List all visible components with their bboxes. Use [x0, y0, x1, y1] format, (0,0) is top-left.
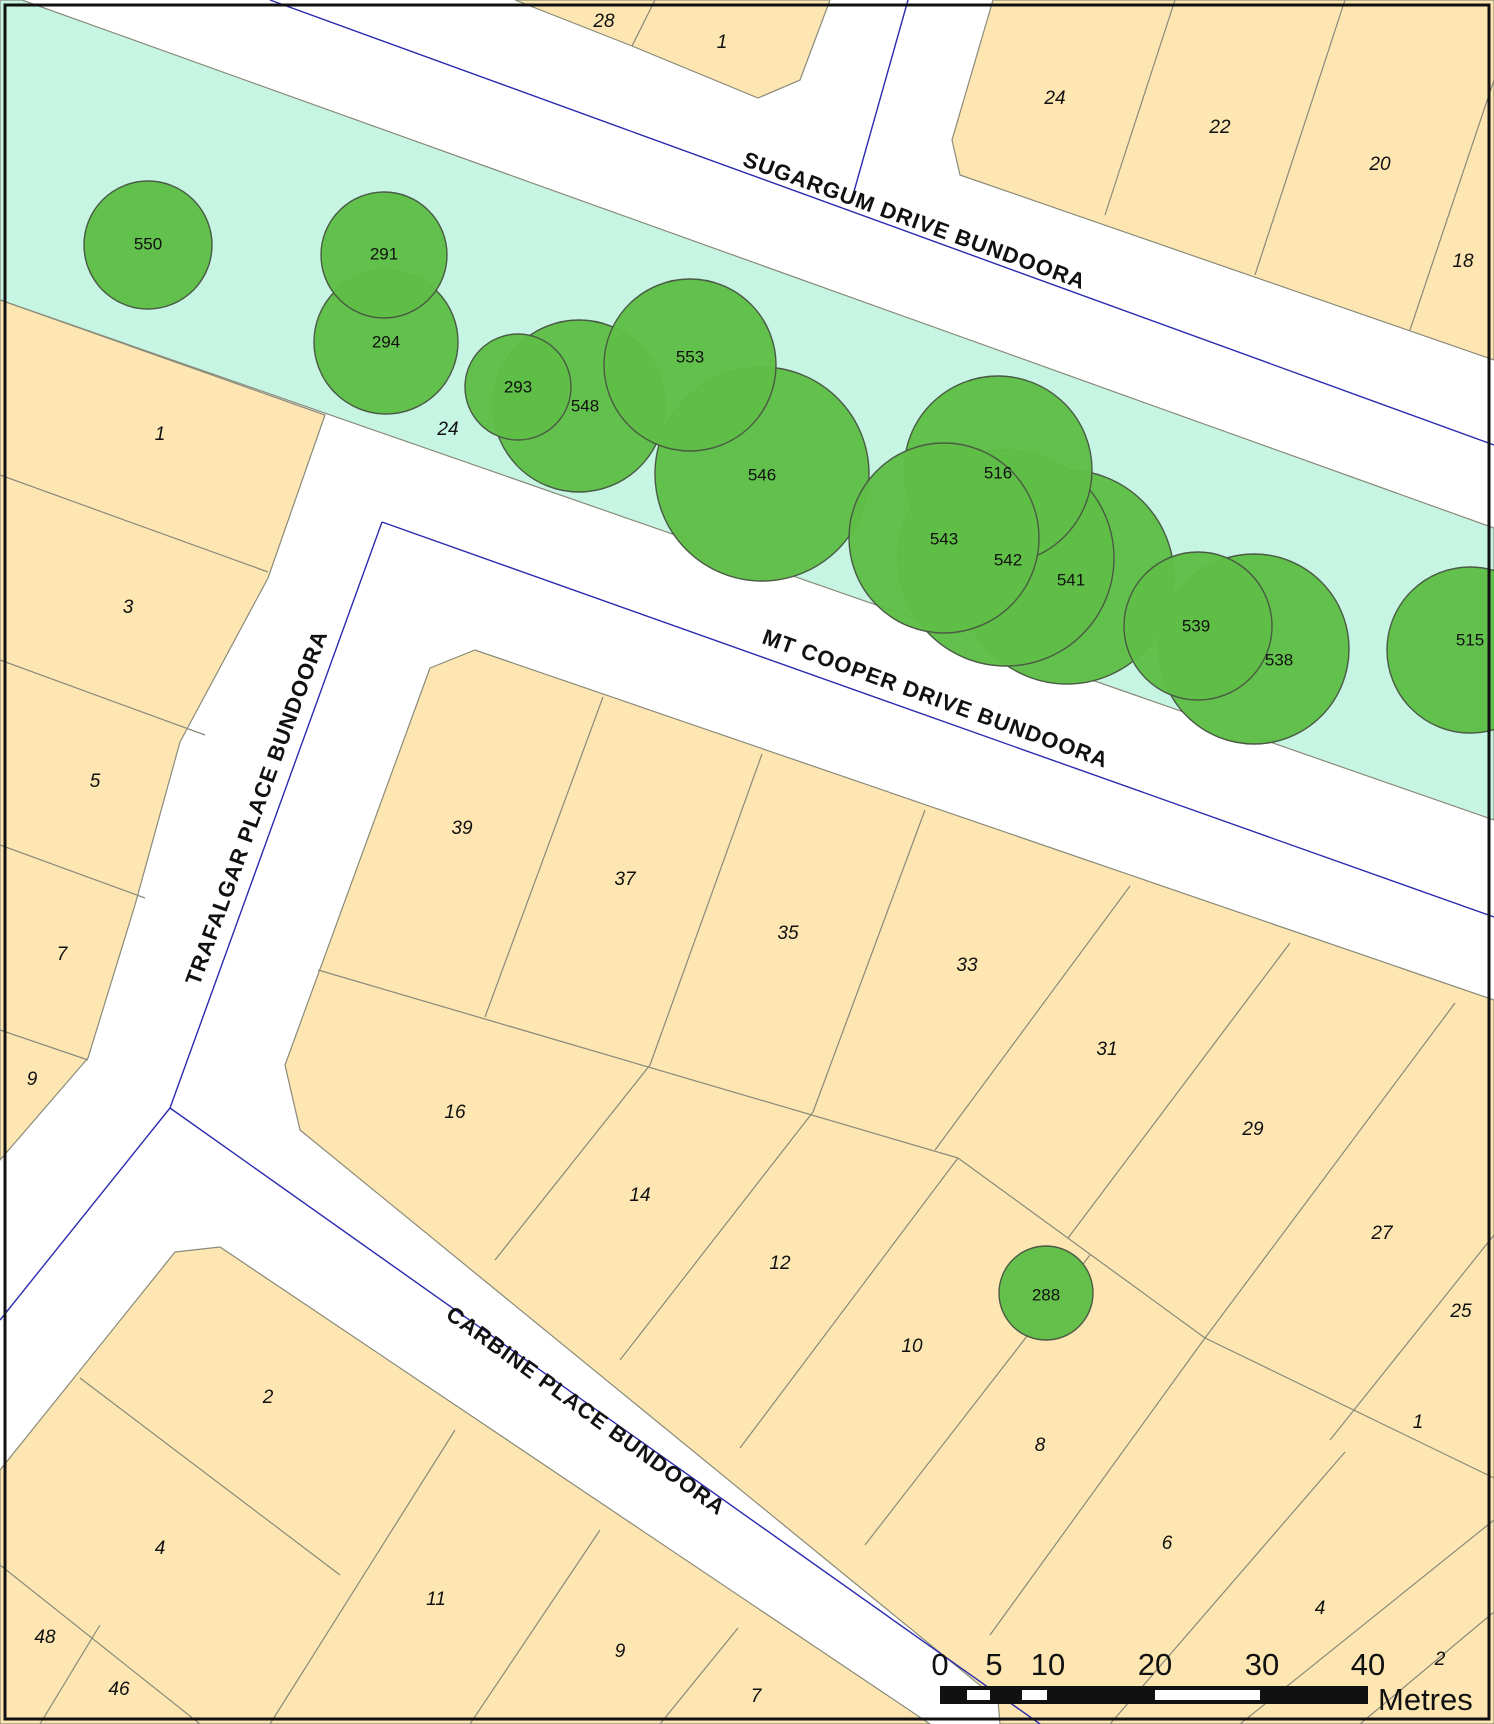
scale-unit-label: Metres [1378, 1682, 1473, 1717]
parcels-bottom-left [0, 1246, 932, 1724]
tree-label: 293 [504, 377, 532, 396]
lot-label: 1 [717, 32, 728, 53]
lot-label: 6 [1162, 1533, 1173, 1554]
lot-label: 20 [1368, 154, 1391, 175]
parcels-left [0, 299, 326, 1161]
lot-label: 37 [614, 869, 637, 890]
lot-label: 9 [27, 1069, 38, 1090]
scale-tick: 40 [1351, 1647, 1385, 1682]
lot-label: 48 [34, 1627, 56, 1648]
tree-label: 542 [994, 550, 1022, 569]
tree-label: 515 [1456, 630, 1484, 649]
lot-label: 22 [1208, 117, 1231, 138]
lot-label: 8 [1035, 1435, 1046, 1456]
lot-label: 29 [1241, 1119, 1264, 1140]
lot-label: 1 [155, 424, 166, 445]
lot-label: 9 [615, 1641, 626, 1662]
lot-label: 46 [108, 1679, 130, 1700]
lot-label: 4 [155, 1538, 166, 1559]
scale-bar-base [940, 1686, 1368, 1704]
scale-tick: 5 [985, 1647, 1002, 1682]
parcel-left-column [0, 299, 326, 1161]
tree-288[interactable] [998, 1245, 1094, 1341]
tree-539[interactable] [1123, 551, 1273, 701]
lot-label: 33 [956, 955, 978, 976]
tree-label: 288 [1032, 1285, 1060, 1304]
scale-tick: 10 [1031, 1647, 1065, 1682]
tree-543[interactable] [848, 442, 1040, 634]
lot-label: 35 [777, 923, 799, 944]
tree-label: 538 [1265, 650, 1293, 669]
tree-550[interactable] [83, 180, 213, 310]
tree-293[interactable] [464, 333, 572, 441]
lot-label: 16 [444, 1102, 466, 1123]
lot-label: 7 [751, 1686, 763, 1707]
tree-labels: 550 291 294 293 548 553 546 516 543 542 … [134, 234, 1484, 1304]
lot-label: 25 [1449, 1301, 1472, 1322]
lot-label: 18 [1452, 251, 1474, 272]
parcel-bottom-left-block [0, 1246, 932, 1724]
tree-553[interactable] [603, 278, 777, 452]
lot-label: 27 [1370, 1223, 1394, 1244]
lot-label: 39 [451, 818, 473, 839]
lot-label: 24 [436, 419, 458, 440]
tree-label: 291 [370, 244, 398, 263]
lot-label: 2 [262, 1387, 274, 1408]
lot-label: 7 [57, 944, 69, 965]
lot-label: 14 [629, 1185, 650, 1206]
scale-tick: 20 [1138, 1647, 1172, 1682]
parcel-central-block [284, 649, 1494, 1724]
lot-label: 4 [1315, 1598, 1326, 1619]
parcel-top-right [951, 0, 1494, 361]
lot-labels: 28 1 24 22 20 18 1 24 3 5 7 9 39 37 35 3… [27, 11, 1474, 1707]
scale-tick: 0 [931, 1647, 948, 1682]
tree-291[interactable] [320, 191, 448, 319]
tree-label: 516 [984, 463, 1012, 482]
scale-bar: 0 5 10 20 30 40 Metres [931, 1647, 1473, 1717]
parcels-top [514, 0, 1494, 361]
lot-label: 12 [769, 1253, 791, 1274]
lot-label: 1 [1413, 1412, 1424, 1433]
scale-tick: 30 [1245, 1647, 1279, 1682]
lot-label: 2 [1434, 1649, 1446, 1670]
parcels-central [284, 649, 1494, 1724]
tree-label: 539 [1182, 616, 1210, 635]
lot-label: 3 [123, 597, 134, 618]
lot-label: 24 [1043, 88, 1065, 109]
parcel-top-left [514, 0, 831, 99]
map-frame [3, 3, 1491, 1721]
tree-label: 548 [571, 396, 599, 415]
tree-label: 546 [748, 465, 776, 484]
lot-label: 31 [1096, 1039, 1117, 1060]
trees [83, 180, 1494, 1341]
tree-label: 541 [1057, 570, 1085, 589]
tree-label: 553 [676, 347, 704, 366]
tree-label: 294 [372, 332, 400, 351]
tree-515[interactable] [1386, 566, 1494, 734]
tree-label: 550 [134, 234, 162, 253]
lot-label: 5 [90, 771, 101, 792]
tree-label: 543 [930, 529, 958, 548]
lot-label: 28 [592, 11, 615, 32]
lot-label: 11 [426, 1589, 446, 1610]
lot-label: 10 [901, 1336, 923, 1357]
